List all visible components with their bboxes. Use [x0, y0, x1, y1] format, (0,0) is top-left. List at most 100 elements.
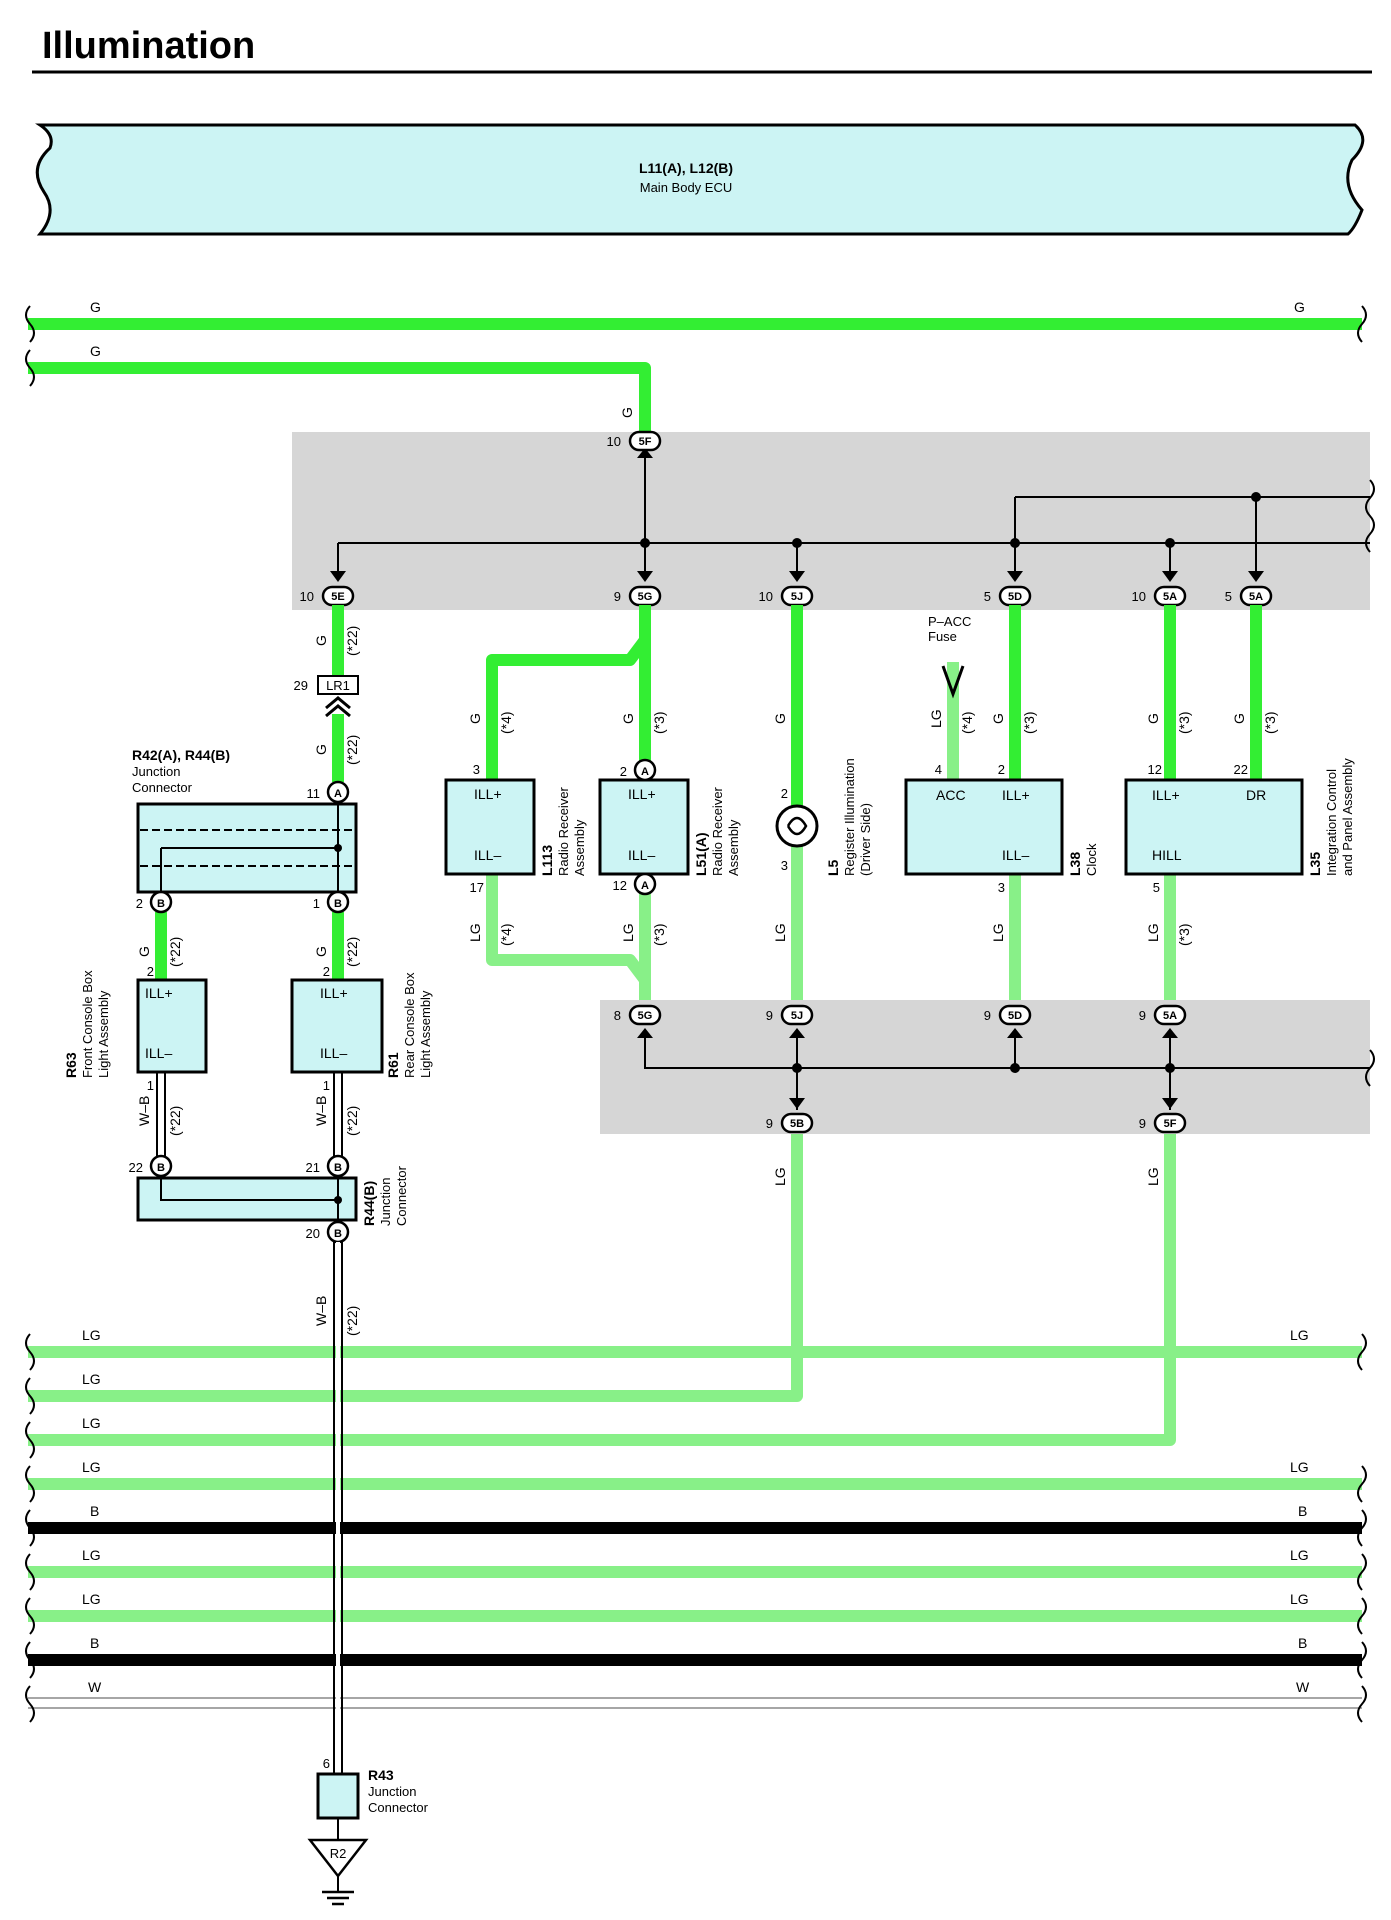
- l113-pin-top: 3: [473, 762, 480, 777]
- l113-sig-top: ILL+: [474, 786, 502, 802]
- ground-wire: [333, 1242, 343, 1774]
- lbl-n3-l51: (*3): [651, 711, 667, 734]
- bus-6-left: LG: [82, 1591, 101, 1607]
- l113-name2: Assembly: [572, 819, 587, 876]
- l5-pin-top: 2: [781, 786, 788, 801]
- l113-radio-receiver: ILL+ ILL– 3 17 L113 Radio Receiver Assem…: [444, 762, 587, 895]
- pin-top-out-5j: 10: [759, 589, 773, 604]
- conn-top-out-5g: 5G: [638, 591, 653, 603]
- lbl-n3-l51-b: (*3): [651, 923, 667, 946]
- mid-in-5g: 5G 8: [614, 1004, 662, 1038]
- r61-code: R61: [385, 1052, 401, 1078]
- conn-top-out-5e: 5E: [331, 591, 344, 603]
- l5-register-illumination: 2 3 L5 Register Illumination (Driver Sid…: [775, 758, 873, 876]
- ecu-code: L11(A), L12(B): [639, 160, 733, 176]
- bus-0-left: LG: [82, 1327, 101, 1343]
- r63-name1: Front Console Box: [80, 970, 95, 1078]
- l51-name1: Radio Receiver: [710, 786, 725, 876]
- r42-pin-in: 11: [307, 786, 321, 801]
- l5-code: L5: [825, 859, 841, 876]
- l35-name2: and Panel Assembly: [1340, 758, 1355, 876]
- l51-pin-bot: 12: [613, 878, 627, 893]
- l35-pin-ill: 12: [1148, 762, 1162, 777]
- conn-top-out-5d: 5D: [1008, 591, 1022, 603]
- r42-name2: Connector: [132, 780, 193, 795]
- bus-4-right: B: [1298, 1503, 1307, 1519]
- l35-sig-hill: HILL: [1152, 847, 1182, 863]
- top-g-wires: G G G G: [25, 299, 1367, 440]
- conn-top-out-5a-1: 5A: [1163, 591, 1177, 603]
- r43-code: R43: [368, 1767, 394, 1783]
- mid-out-5f: 5F 9: [1139, 1098, 1187, 1134]
- mid-in-5a: 5A 9: [1139, 1004, 1187, 1038]
- r42-junction-connector: R42(A), R44(B) Junction Connector A 11 B…: [132, 747, 358, 914]
- lbl-n22-lr1: (*22): [344, 735, 360, 765]
- mid-in-5d: 5D 9: [984, 1004, 1032, 1038]
- l38-pin-bot: 3: [998, 880, 1005, 895]
- lbl-n3-l35-ill: (*3): [1176, 711, 1192, 734]
- bottom-bus: LG LG LG LG LG LG B B LG LG LG LG B B W …: [25, 1327, 1367, 1723]
- lbl-wb-ground: W–B: [313, 1296, 329, 1326]
- bus-7-left: B: [90, 1635, 99, 1651]
- lr1-connector: LR1 29: [294, 675, 359, 718]
- r61-rear-console-light: ILL+ ILL– 2 1 R61 Rear Console Box Light…: [290, 964, 433, 1093]
- mid-out-5b: 5B 9: [766, 1098, 814, 1134]
- conn-mid-in-5a: 5A: [1163, 1010, 1177, 1022]
- bus-3-right: LG: [1290, 1459, 1309, 1475]
- lbl-lg-5b: LG: [772, 1167, 788, 1186]
- lbl-n22-r63: (*22): [167, 937, 183, 967]
- lbl-g-l35-dr: G: [1231, 713, 1247, 724]
- bus-8-left: W: [88, 1679, 102, 1695]
- lbl-g-r63: G: [136, 946, 152, 957]
- bus-2-left: LG: [82, 1415, 101, 1431]
- bus-0-right: LG: [1290, 1327, 1309, 1343]
- lbl-n3-l35-b: (*3): [1176, 923, 1192, 946]
- lbl-lg-pacc: LG: [928, 709, 944, 728]
- l38-sig-acc: ACC: [936, 787, 966, 803]
- lbl-g-5e: G: [313, 635, 329, 646]
- l51-code: L51(A): [693, 832, 709, 876]
- r63-pin-top: 2: [147, 964, 154, 979]
- pacc-line1: P–ACC: [928, 614, 971, 629]
- l35-integration-control: ILL+ DR HILL 12 22 5 L35 Integration Con…: [1124, 758, 1355, 895]
- ground-label: R2: [330, 1846, 347, 1861]
- conn-top-in-5f: 5F: [639, 436, 652, 448]
- bus-5-left: LG: [82, 1547, 101, 1563]
- r44-conn-out: B: [334, 1228, 342, 1240]
- l38-sig-bot: ILL–: [1002, 847, 1029, 863]
- lbl-n22-5e: (*22): [344, 626, 360, 656]
- bus-4-left: B: [90, 1503, 99, 1519]
- pin-mid-in-5j: 9: [766, 1008, 773, 1023]
- r43-pin: 6: [323, 1756, 330, 1771]
- conn-mid-in-5j: 5J: [791, 1010, 803, 1022]
- r42-conn-out-left: B: [157, 898, 165, 910]
- pin-mid-out-5f: 9: [1139, 1116, 1146, 1131]
- pacc-line2: Fuse: [928, 629, 957, 644]
- l113-name1: Radio Receiver: [556, 786, 571, 876]
- lbl-lg-5f: LG: [1145, 1167, 1161, 1186]
- lbl-g-r61: G: [313, 946, 329, 957]
- component-feed-wires: [28, 605, 1262, 1446]
- lbl-n22-r61: (*22): [344, 937, 360, 967]
- bus-7-right: B: [1298, 1635, 1307, 1651]
- r63-code: R63: [63, 1052, 79, 1078]
- vertical-wire-labels: G (*22) G (*22) G (*4) G (*3) G LG (*4) …: [136, 626, 1278, 1336]
- lbl-n4-pacc: (*4): [959, 711, 975, 734]
- l35-sig-ill: ILL+: [1152, 787, 1180, 803]
- l113-pin-bot: 17: [470, 880, 484, 895]
- bus-8-right: W: [1296, 1679, 1310, 1695]
- r63-front-console-light: ILL+ ILL– 2 1 R63 Front Console Box Ligh…: [63, 964, 208, 1093]
- r42-conn-in: A: [334, 788, 342, 800]
- junction-block-top: 5F 10 5E 10 5G 9 5J 10 5D 5: [292, 430, 1375, 610]
- lbl-wb-r61: W–B: [313, 1096, 329, 1126]
- r44-conn-left: B: [157, 1162, 165, 1174]
- lbl-lg-l5: LG: [772, 923, 788, 942]
- r63-sig-bot: ILL–: [145, 1045, 172, 1061]
- lbl-g-l113: G: [467, 713, 483, 724]
- bus-6-right: LG: [1290, 1591, 1309, 1607]
- l35-code: L35: [1307, 852, 1323, 876]
- pin-top-out-5a-1: 10: [1132, 589, 1146, 604]
- pin-top-out-5d: 5: [984, 589, 991, 604]
- wire-label-g1-left: G: [90, 299, 101, 315]
- lbl-lg-l35: LG: [1145, 923, 1161, 942]
